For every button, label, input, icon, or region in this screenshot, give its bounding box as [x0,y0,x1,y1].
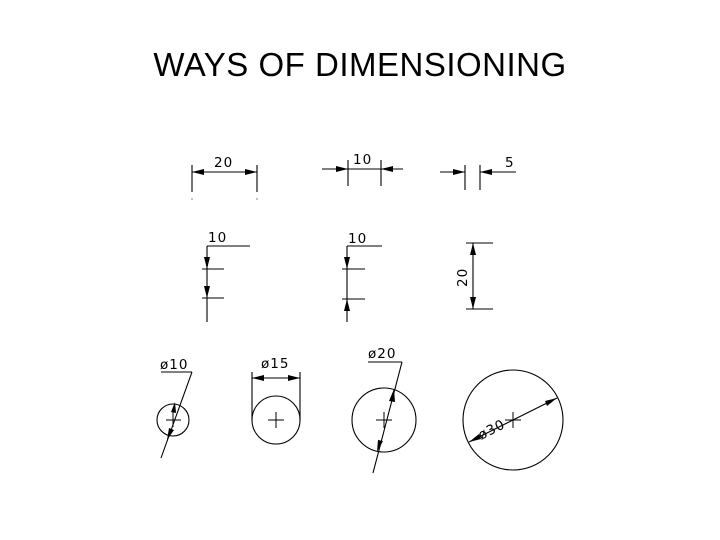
diameter-label-30: ø30 [476,416,509,443]
dimension-label-10-vertical-middle: 10 [348,231,367,247]
vertical-dimension-10-left: 10 [202,230,250,322]
horizontal-dimension-10: 10 [322,152,403,186]
diameter-label-15: ø15 [261,356,289,372]
horizontal-dimension-20: 20 [190,155,259,201]
dimension-label-10-horizontal: 10 [353,152,372,168]
vertical-dimension-10-middle: 10 [342,231,382,322]
page-title: WAYS OF DIMENSIONING [153,46,567,83]
diameter-dimension-10: ø10 [156,357,193,459]
diameter-dimension-15: ø15 [251,356,301,445]
diameter-label-10: ø10 [160,357,188,373]
diameter-dimension-20: ø20 [351,346,417,474]
dimension-label-10-vertical-left: 10 [208,230,227,246]
diameter-dimension-30: ø30 [462,369,564,471]
vertical-dimension-20-rotated: 20 [455,242,493,310]
dimension-label-5: 5 [505,155,515,171]
dimension-label-20: 20 [214,155,233,171]
dimension-label-20-rotated: 20 [455,268,471,287]
diameter-label-20: ø20 [368,346,396,362]
horizontal-dimension-5: 5 [440,155,516,190]
